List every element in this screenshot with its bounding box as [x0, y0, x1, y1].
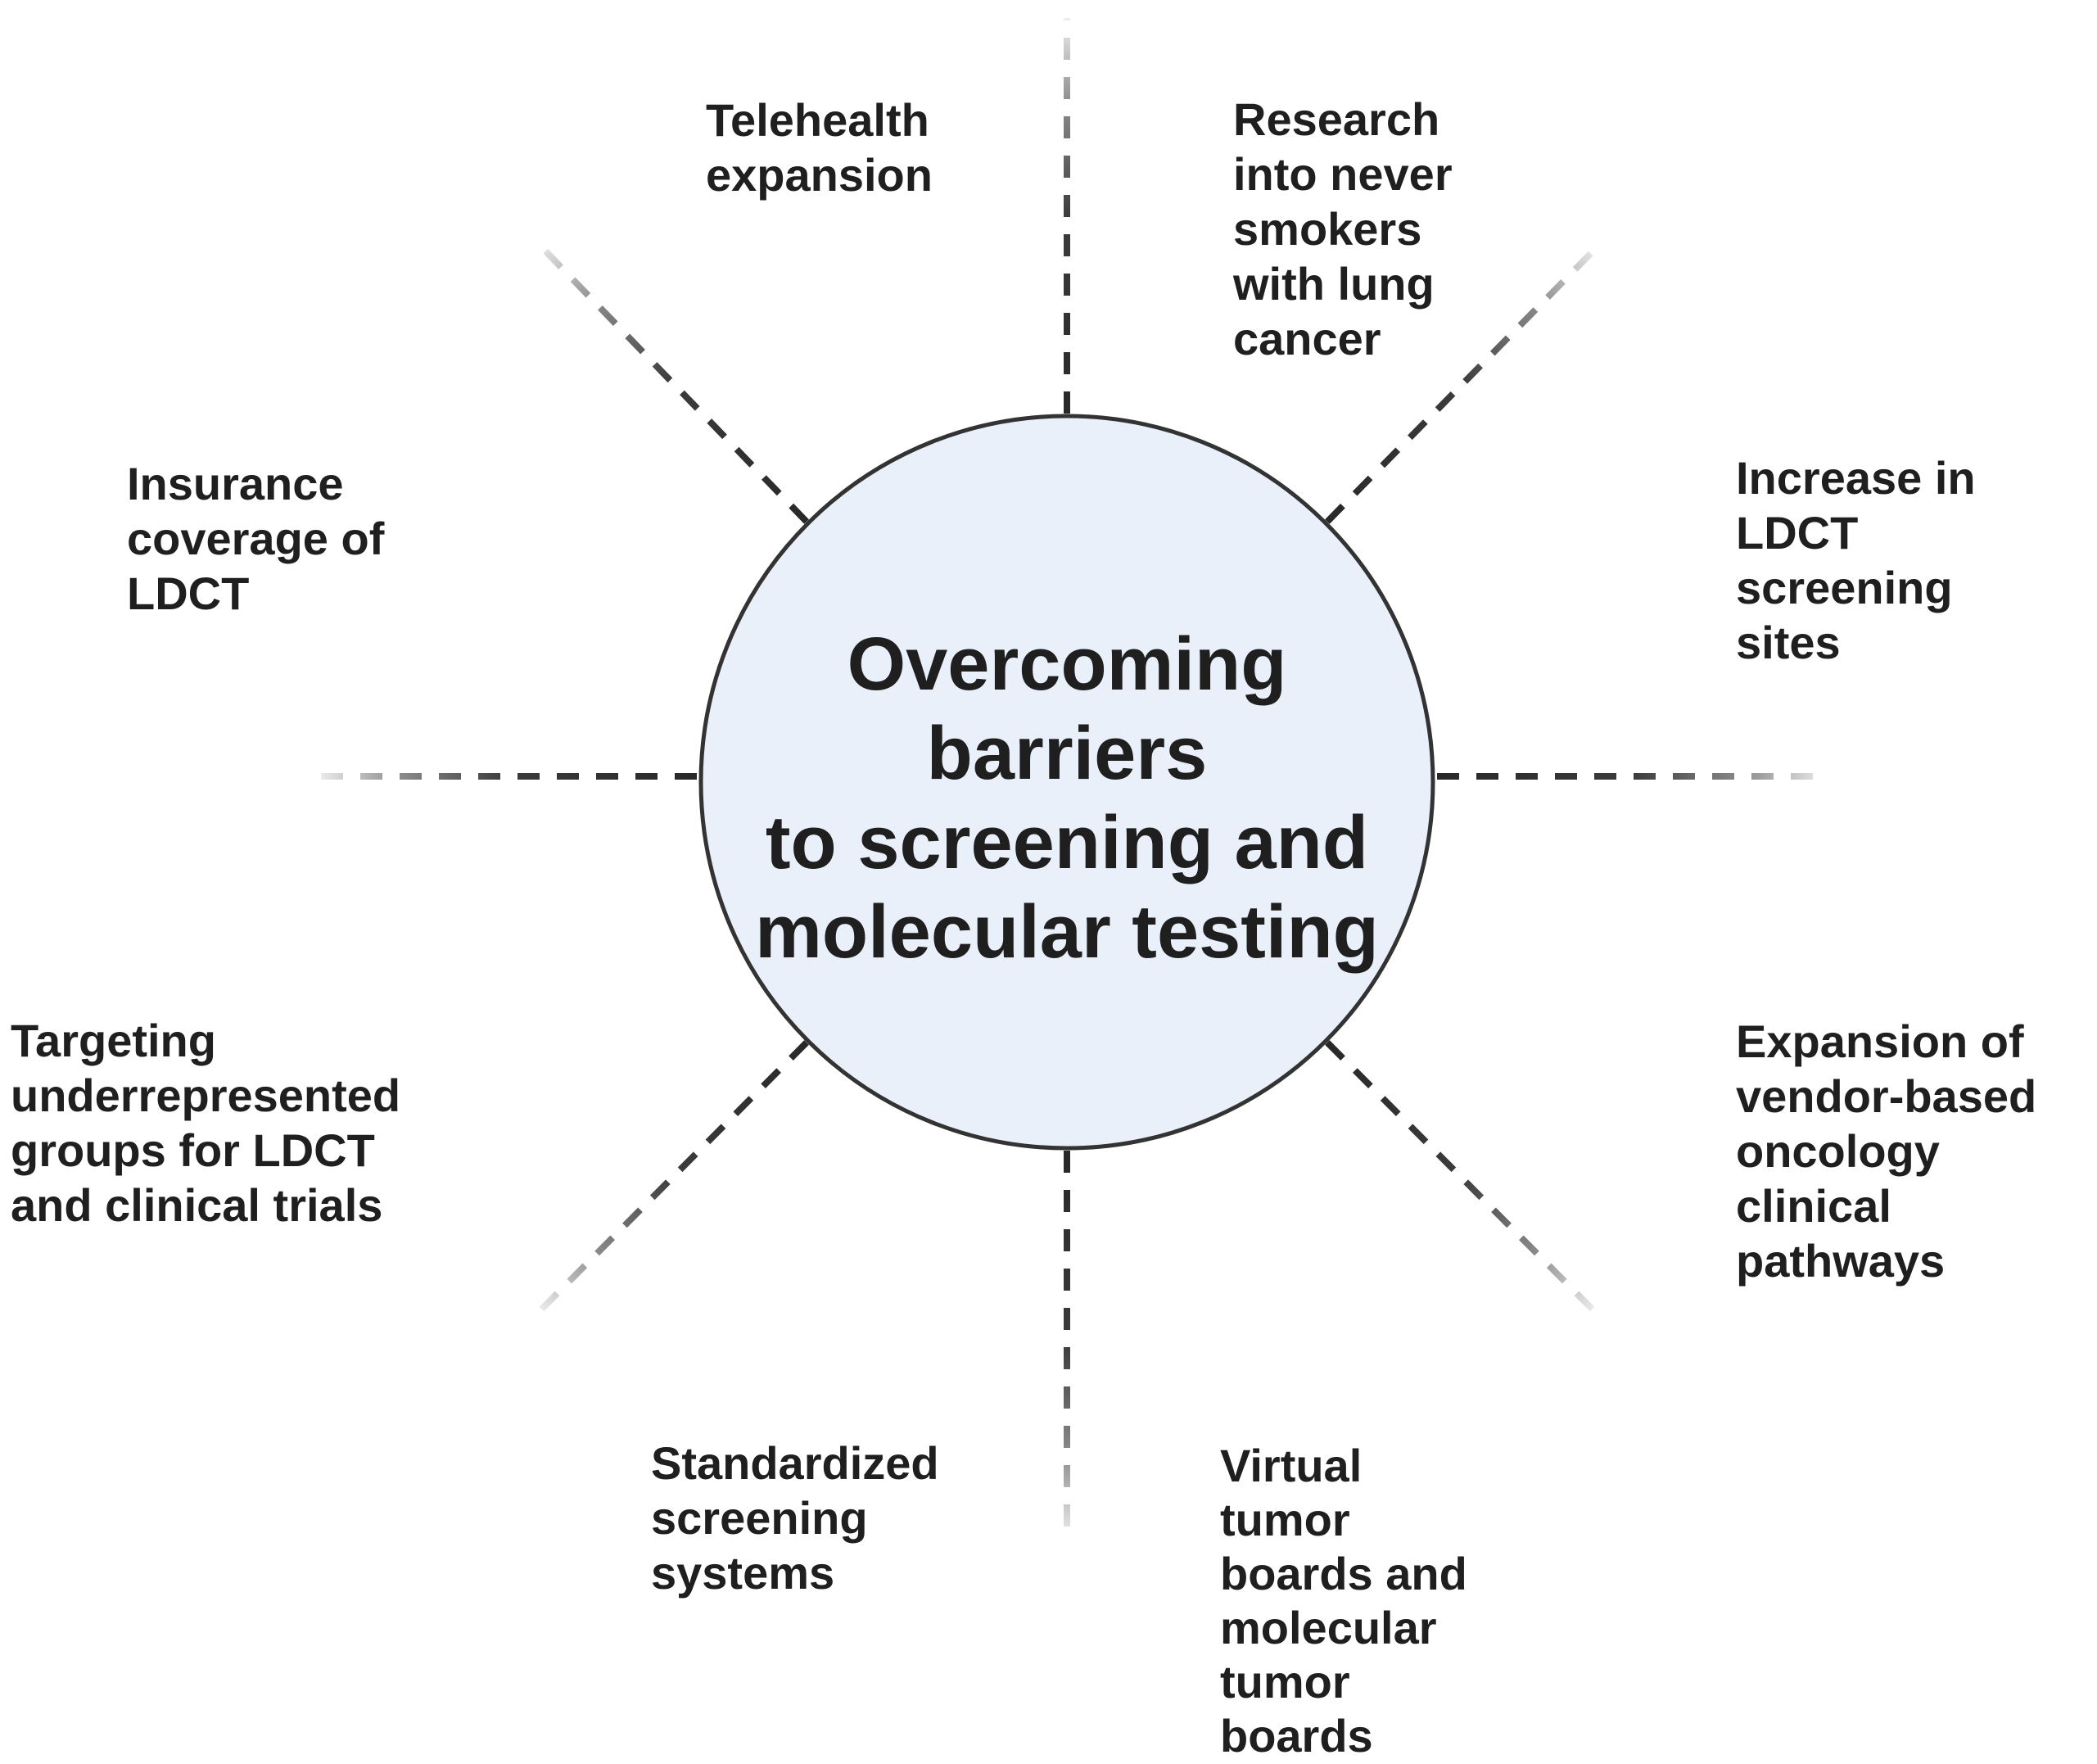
spoke-label-expansion-vendor-pathways: Expansion of vendor-based oncology clini…	[1736, 1015, 2037, 1287]
spoke-label-virtual-tumor-boards: Virtual tumor boards and molecular tumor…	[1220, 1440, 1467, 1762]
spoke-label-standardized-screening: Standardized screening systems	[651, 1437, 939, 1599]
center-label-box: Overcoming barriers to screening and mol…	[698, 414, 1435, 1151]
spoke-label-increase-ldct-screening-sites: Increase in LDCT screening sites	[1736, 452, 1976, 668]
spoke-label-insurance-coverage-ldct: Insurance coverage of LDCT	[127, 458, 385, 619]
spoke-line-northeast	[1325, 243, 1601, 524]
spoke-label-research-never-smokers: Research into never smokers with lung ca…	[1233, 93, 1453, 364]
spoke-label-targeting-underrepresented: Targeting underrepresented groups for LD…	[11, 1015, 401, 1231]
spoke-line-southwest	[536, 1040, 809, 1314]
center-label: Overcoming barriers to screening and mol…	[755, 622, 1379, 974]
spoke-line-northwest	[534, 239, 809, 524]
center-circle	[698, 414, 1435, 1151]
spoke-line-southeast	[1325, 1040, 1598, 1314]
spoke-label-telehealth-expansion: Telehealth expansion	[706, 94, 933, 201]
